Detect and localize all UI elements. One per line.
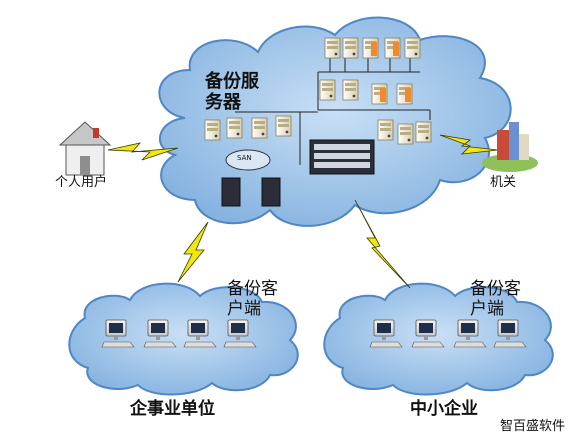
link-bolt-enterprise xyxy=(177,221,209,283)
watermark-text: 智百盛软件 xyxy=(500,419,566,434)
backup-center-cloud xyxy=(158,16,512,227)
sme-cloud xyxy=(323,282,554,396)
storage-tower-icons xyxy=(221,177,281,207)
enterprise-cloud xyxy=(68,282,299,396)
server-cluster-top xyxy=(319,37,421,105)
network-bus xyxy=(235,56,431,165)
link-bolt-personal xyxy=(107,142,179,161)
backup-client-left-label: 备份客户端 xyxy=(227,279,278,319)
backup-servers-label: 备份服务器 xyxy=(205,71,259,113)
government-label: 机关 xyxy=(490,175,517,190)
link-bolt-sme xyxy=(354,199,411,289)
backup-client-right-label: 备份客户端 xyxy=(470,279,521,319)
san-label: SAN xyxy=(237,154,252,162)
personal-user-label: 个人用户 xyxy=(55,175,108,190)
house-icon xyxy=(58,121,112,176)
storage-array-icon xyxy=(309,139,375,175)
san-cloud-icon xyxy=(225,149,271,171)
building-icon xyxy=(482,122,538,172)
sme-label: 中小企业 xyxy=(410,399,478,419)
enterprise-label: 企事业单位 xyxy=(130,399,215,419)
